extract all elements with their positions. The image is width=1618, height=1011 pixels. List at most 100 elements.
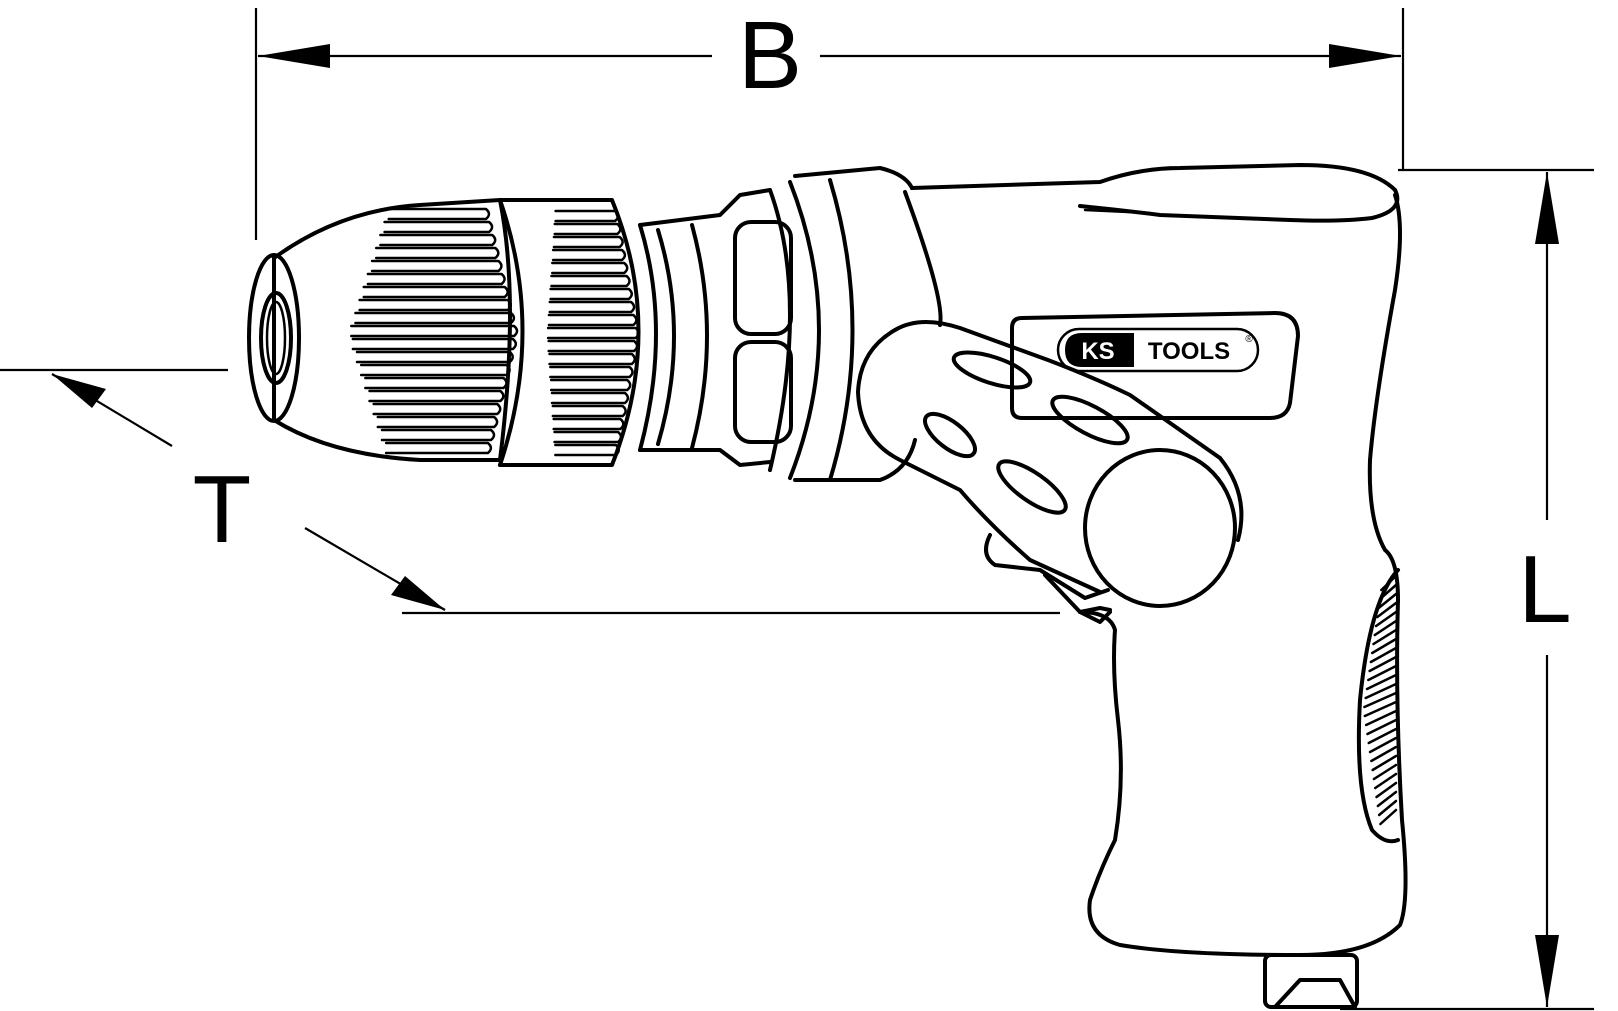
- chuck-knurl-front: [350, 207, 519, 455]
- dimension-l-bottom-arrow: [1535, 935, 1559, 1007]
- chuck-rear-rib: [552, 417, 625, 431]
- chuck-rear-rib: [549, 287, 634, 301]
- dimension-t-label: T: [193, 456, 252, 563]
- handle-slot-4: [996, 459, 1068, 515]
- chuck-rear-rib: [554, 209, 620, 223]
- air-inlet-fitting: [1263, 953, 1359, 1009]
- chuck-rear-rib: [553, 222, 622, 236]
- grip-rib: [1371, 754, 1398, 772]
- chuck-front-rib: [380, 428, 496, 442]
- dimension-b: B: [254, 2, 1405, 240]
- chuck-rear-rib: [548, 300, 636, 314]
- chuck-rear-rib: [546, 326, 640, 340]
- grip-rib: [1374, 610, 1398, 628]
- grip-rib: [1379, 808, 1398, 826]
- grip-rib: [1380, 574, 1398, 592]
- grip-rib: [1369, 646, 1398, 664]
- side-handle: [856, 319, 1244, 608]
- handle-slot-1: [951, 350, 1033, 390]
- dimension-b-right-arrow: [1329, 44, 1401, 68]
- handle-knob: [1083, 448, 1237, 608]
- logo-suffix-text: TOOLS: [1148, 338, 1230, 365]
- grip-rib: [1372, 763, 1398, 781]
- chuck-front-rib: [362, 285, 509, 299]
- chuck-front-rib: [355, 350, 514, 364]
- grip-rib: [1375, 781, 1398, 799]
- motor-housing: [910, 163, 1400, 223]
- chuck-front-rib: [374, 246, 500, 260]
- chuck-rear-rib: [551, 261, 629, 275]
- chuck-rear-rib: [547, 339, 639, 353]
- grip-rib: [1373, 772, 1398, 790]
- grip-rib: [1364, 709, 1398, 727]
- chuck-rear-rib: [549, 365, 634, 379]
- chuck-rear-rib: [549, 378, 632, 392]
- chuck-front-rib: [368, 389, 505, 403]
- grip-rib: [1367, 727, 1398, 745]
- pistol-grip: [1078, 193, 1408, 1009]
- handle-slot-3: [1050, 394, 1130, 446]
- grip-rib: [1372, 628, 1398, 646]
- grip-rib: [1363, 700, 1398, 718]
- grip-rib: [1378, 583, 1398, 601]
- logo-registered-mark: ®: [1245, 334, 1253, 345]
- chuck-front-rib: [359, 363, 511, 377]
- grip-rib: [1377, 592, 1398, 610]
- chuck-nose: [247, 198, 512, 462]
- chuck-front-rib: [364, 376, 508, 390]
- grip-rib: [1376, 601, 1398, 619]
- chuck-rear-rib: [554, 443, 620, 457]
- grip-rib: [1367, 664, 1398, 682]
- chuck-rear-rib: [550, 391, 630, 405]
- grip-rib: [1365, 673, 1398, 691]
- chuck-front-rib: [354, 311, 516, 325]
- spindle-collar: [638, 166, 943, 482]
- trigger: [984, 533, 1112, 624]
- grip-rib: [1368, 655, 1398, 673]
- grip-rib: [1373, 619, 1398, 637]
- chuck-front-rib: [384, 441, 493, 455]
- chuck-front-rib: [387, 207, 491, 221]
- logo-prefix-text: KS: [1081, 338, 1114, 365]
- chuck-front-rib: [370, 259, 503, 273]
- chuck-front-rib: [379, 233, 497, 247]
- chuck-rear-rib: [548, 352, 637, 366]
- chuck-front-rib: [351, 337, 518, 351]
- grip-rib: [1370, 637, 1398, 655]
- ks-tools-logo: KS TOOLS ®: [1056, 327, 1260, 373]
- chuck-rear-rib: [552, 235, 624, 249]
- chuck-front-rib: [383, 220, 494, 234]
- grip-rib: [1376, 790, 1398, 808]
- chuck-rear-rib: [547, 313, 638, 327]
- chuck-front-rib: [350, 324, 519, 338]
- chuck-rear-rib: [551, 404, 627, 418]
- dimension-l: L: [1340, 168, 1594, 1011]
- grip-texture: [1363, 574, 1398, 826]
- dimension-b-left-arrow: [258, 44, 330, 68]
- chuck-bore: [259, 291, 293, 385]
- chuck-front-face: [247, 253, 301, 423]
- grip-rib: [1370, 745, 1398, 763]
- dimension-t-upper-arrow: [52, 374, 106, 408]
- dimension-l-label: L: [1518, 536, 1571, 643]
- chuck-rear-rib: [553, 430, 623, 444]
- dimension-b-label: B: [738, 2, 802, 109]
- chuck-front-rib: [358, 298, 513, 312]
- dimension-t: T: [0, 368, 1060, 615]
- chuck-rear-rib: [551, 248, 627, 262]
- handle-slot-2: [923, 411, 977, 459]
- logo-plate: KS TOOLS ®: [1010, 311, 1300, 420]
- dimension-l-top-arrow: [1535, 172, 1559, 244]
- chuck-knurl-rear: [546, 209, 640, 457]
- chuck-front-rib: [376, 415, 499, 429]
- dimension-t-lower-arrow: [391, 576, 445, 610]
- grip-rib: [1368, 736, 1398, 754]
- grip-rib: [1366, 718, 1398, 736]
- grip-rib: [1377, 799, 1398, 817]
- chuck-rear-rib: [550, 274, 631, 288]
- chuck-front-rib: [366, 272, 506, 286]
- grip-rib: [1363, 691, 1398, 709]
- chuck-front-rib: [372, 402, 502, 416]
